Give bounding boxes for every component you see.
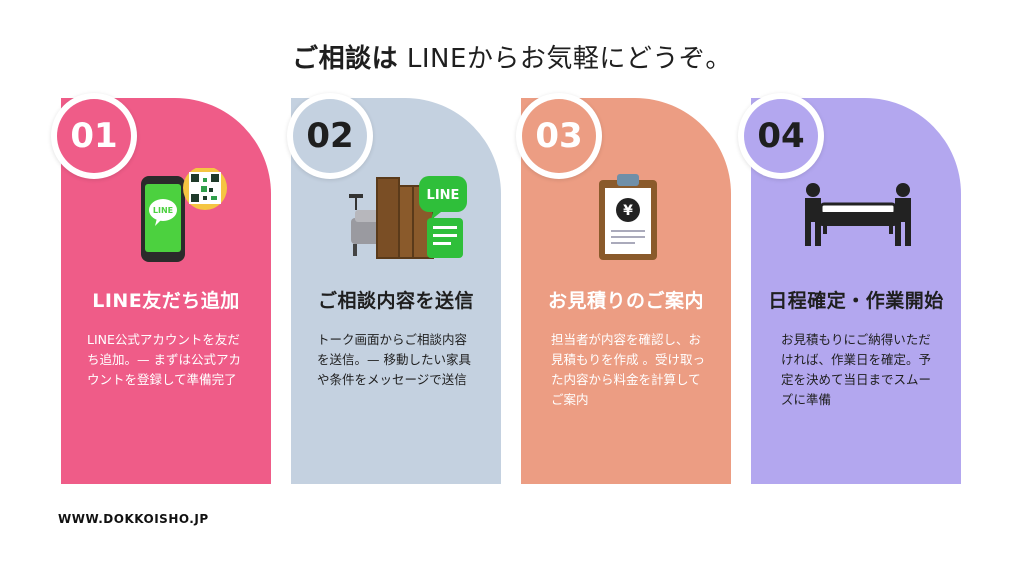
step-card-1: LINE LINE友だち追加 LINE公式アカウントを友だち追加。— まずは公式… — [61, 98, 271, 484]
step-number: 03 — [522, 99, 596, 173]
step-description: トーク画面からご相談内容を送信。— 移動したい家具や条件をメッセージで送信 — [317, 332, 471, 387]
step-title: 日程確定・作業開始 — [768, 290, 944, 312]
step-number-badge: 01 — [51, 93, 137, 179]
step-card-2: LINE ご相談内容を送信 トーク画面からご相談内容を送信。— 移動したい家具や… — [291, 98, 501, 484]
headline-rest: LINEからお気軽にどうぞ。 — [398, 44, 732, 74]
step-number: 02 — [293, 99, 367, 173]
step-title: LINE友だち追加 — [92, 290, 240, 312]
step-number-badge: 02 — [287, 93, 373, 179]
step-description: 担当者が内容を確認し、お見積もりを作成 。受け取った内容から料金を計算してご案内 — [551, 332, 705, 407]
chat-line-label: LINE — [427, 188, 460, 203]
phone-line-qr-icon: LINE — [137, 166, 233, 270]
step-number-badge: 04 — [738, 93, 824, 179]
yen-symbol: ¥ — [623, 203, 633, 219]
website-url[interactable]: WWW.DOKKOISHO.JP — [58, 512, 209, 526]
page-headline: ご相談は LINEからお気軽にどうぞ。 — [0, 38, 1024, 75]
movers-sofa-icon — [793, 182, 923, 256]
step-number: 01 — [57, 99, 131, 173]
furniture-line-chat-icon: LINE — [347, 172, 467, 268]
step-title: ご相談内容を送信 — [317, 290, 474, 312]
phone-line-label: LINE — [153, 206, 173, 215]
headline-bold: ご相談は — [292, 44, 399, 74]
step-description: LINE公式アカウントを友だち追加。— まずは公式アカウントを登録して準備完了 — [87, 332, 241, 387]
step-description: お見積もりにご納得いただければ、作業日を確定。予定を決めて当日までスムーズに準備 — [781, 332, 932, 407]
step-title: お見積りのご案内 — [547, 290, 704, 312]
step-number-badge: 03 — [516, 93, 602, 179]
clipboard-yen-icon: ¥ — [597, 172, 659, 266]
step-number: 04 — [744, 99, 818, 173]
